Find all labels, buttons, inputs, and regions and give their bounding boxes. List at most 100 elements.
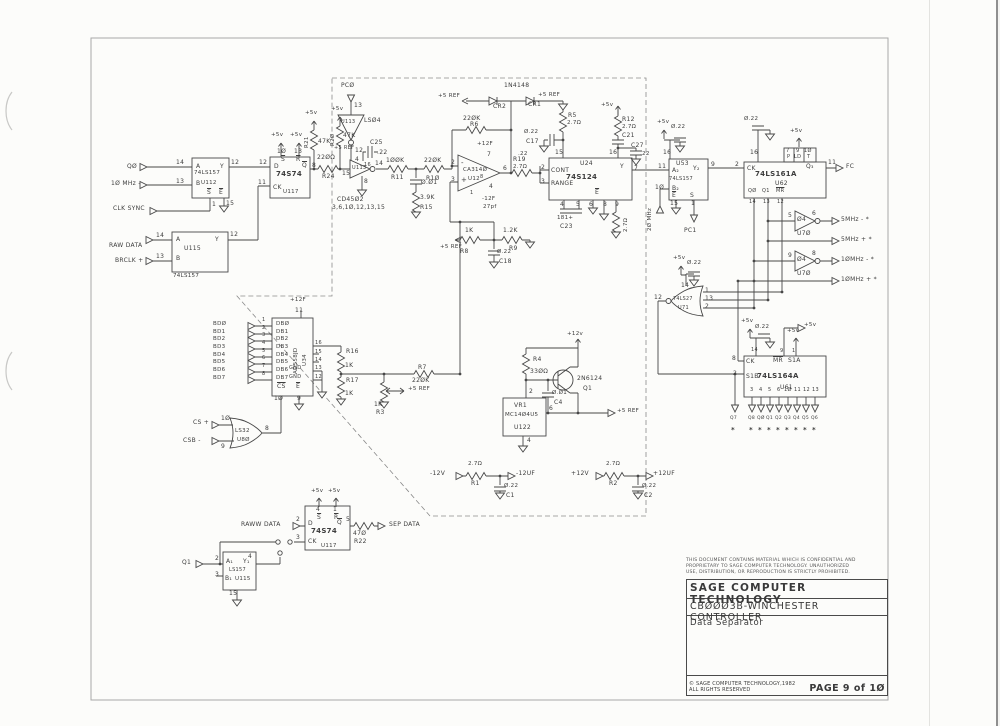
schematic-label: B₂ (672, 185, 680, 192)
schematic-label: BD1 (213, 329, 226, 335)
schematic-label: 181+ (557, 215, 574, 221)
schematic-label: 9 (780, 348, 784, 354)
schematic-label: Ø.22 (504, 483, 519, 489)
paper-edge-line (929, 0, 930, 726)
schematic-label: 2 (296, 516, 301, 523)
schematic-label: * (803, 426, 807, 434)
schematic-label: 2 (215, 555, 220, 562)
schematic-label: U7Ø (797, 230, 811, 237)
schematic-label: 2 (541, 164, 546, 171)
schematic-label: 1Ø (274, 395, 284, 402)
schematic-label: QØ (757, 416, 765, 421)
schematic-label: 14 (315, 357, 322, 363)
ic-u115-74ls157 (171, 231, 229, 273)
schematic-label: U117 (321, 543, 337, 549)
schematic-label: CK (747, 165, 756, 172)
schematic-label: Q₃ (806, 163, 814, 170)
schematic-label: DB2 (276, 336, 289, 342)
schematic-label: 12 (654, 294, 663, 301)
schematic-label: 8 (812, 250, 817, 257)
schematic-label: 13 (156, 253, 165, 260)
ic-u115b-ls157 (222, 551, 257, 591)
schematic-label: .22 (377, 149, 388, 156)
schematic-label: S (207, 189, 212, 196)
schematic-label: -12F (482, 196, 496, 202)
schematic-label: 1 (705, 287, 710, 294)
schematic-label: * (812, 426, 816, 434)
schematic-label: 11 (295, 307, 304, 314)
schematic-label: +5v (601, 102, 614, 108)
schematic-label: SEP DATA (389, 521, 420, 528)
schematic-label: S1A (788, 357, 801, 364)
schematic-label: 2.7Ω (513, 164, 528, 170)
schematic-label: +5 REF (617, 408, 640, 414)
schematic-label: S (281, 156, 286, 163)
schematic-label: Q (337, 519, 343, 526)
schematic-label: C23 (560, 223, 573, 230)
schematic-label: 5 (576, 201, 581, 208)
or-gate-ls32 (229, 417, 263, 449)
schematic-label: R22 (354, 538, 367, 545)
schematic-label: PCØ (341, 82, 355, 89)
schematic-label: 6 (262, 355, 266, 361)
schematic-label: 12 (355, 147, 364, 154)
schematic-label: BDØ (213, 321, 227, 327)
schematic-label: CR2 (493, 103, 507, 110)
schematic-label: R21 (304, 136, 310, 148)
schematic-label: * (731, 426, 735, 434)
schematic-label: 1Ø (784, 387, 792, 393)
schematic-label: U115 (235, 576, 251, 582)
schematic-label: 7 (786, 148, 790, 154)
title-block-footer: © SAGE COMPUTER TECHNOLOGY,1982 ALL RIGH… (686, 675, 888, 696)
schematic-label: +5v (311, 488, 324, 494)
schematic-label: QØ (127, 163, 138, 170)
schematic-label: 3 (750, 387, 754, 393)
schematic-label: 9 (711, 161, 716, 168)
schematic-label: * (776, 426, 780, 434)
schematic-label: Q3 (784, 416, 792, 421)
schematic-label: 9 (796, 148, 800, 154)
schematic-label: U113 (352, 165, 367, 171)
drawing-frame (90, 37, 889, 701)
schematic-label: A (196, 163, 201, 170)
schematic-label: LD (794, 154, 802, 160)
schematic-label: +5v (804, 322, 817, 328)
schematic-label: 7 (634, 165, 639, 172)
wire-net (147, 97, 836, 600)
schematic-label: U24 (580, 160, 593, 167)
schematic-label: 74LS161A (755, 170, 797, 178)
schematic-label: 9 (615, 201, 620, 208)
schematic-label: -12UF (516, 470, 536, 477)
schematic-label: Ø.22 (642, 483, 657, 489)
schematic-label: 1 (262, 317, 266, 323)
schematic-label: 74S74 (276, 170, 303, 178)
schematic-label: 16 (750, 149, 759, 156)
schematic-label: * (758, 426, 762, 434)
schematic-label: +5v (331, 106, 344, 112)
schematic-label: + (461, 176, 468, 184)
schematic-label: QØ (748, 188, 757, 194)
schematic-label: 1 (333, 506, 338, 513)
schematic-label: 1ØØK (386, 157, 405, 164)
schematic-label: E (219, 189, 224, 196)
schematic-label: 1 (792, 348, 796, 354)
schematic-label: 4 (560, 201, 565, 208)
schematic-label: 5 (262, 348, 266, 354)
schematic-label: R12 (622, 116, 635, 123)
schematic-label: .22 (640, 151, 650, 157)
schematic-label: R7 (418, 364, 427, 371)
schematic-label: Y (220, 163, 224, 170)
schematic-label: 12 (803, 387, 810, 393)
schematic-label: 1Ø (221, 415, 231, 422)
product-name: CBØØØ3B-WINCHESTER CONTROLLER (686, 598, 888, 623)
schematic-label: CS (277, 383, 286, 390)
schematic-label: +12V (571, 470, 589, 477)
schematic-label: B (196, 180, 201, 187)
schematic-label: U34 (302, 354, 308, 366)
schematic-label: A₂ (672, 167, 680, 174)
schematic-label: DB5 (276, 359, 289, 365)
schematic-label: MC14Ø4U5 (505, 412, 539, 418)
schematic-label: 3 (296, 534, 301, 541)
schematic-label: Q7 (730, 416, 738, 421)
